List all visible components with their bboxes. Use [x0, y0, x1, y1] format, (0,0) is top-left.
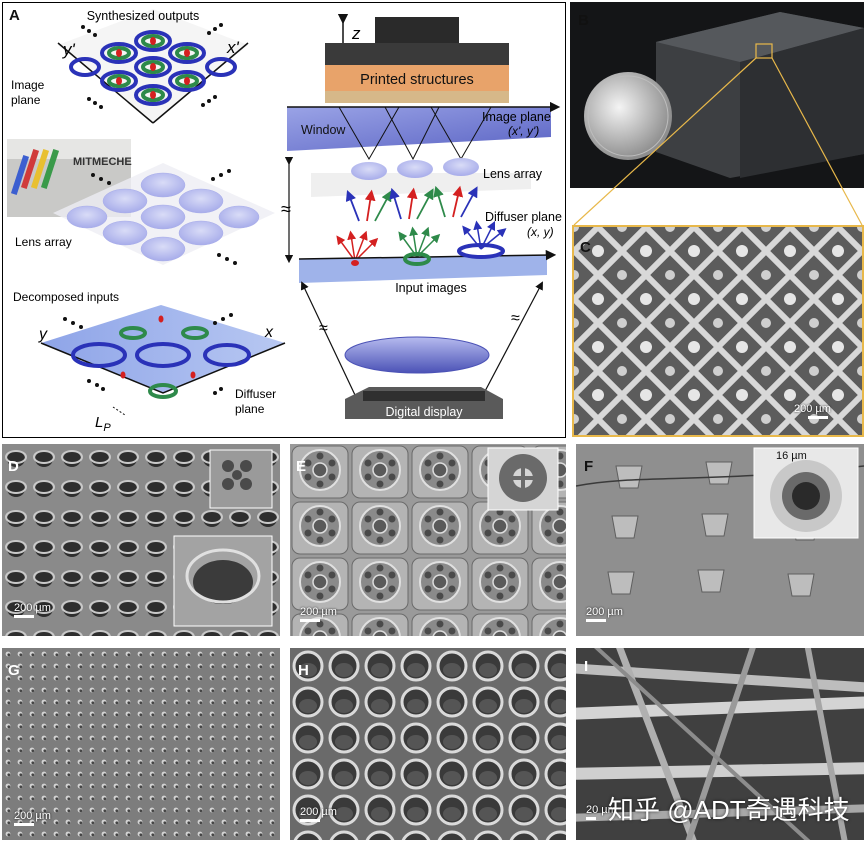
diffuser-plane-right-label: Diffuser plane — [485, 210, 562, 224]
panel-d-sem: D 200 µm — [2, 444, 280, 636]
diffuser-plane-diagram: Decomposed inputs y — [13, 290, 286, 434]
x-axis-label: x — [264, 324, 274, 341]
lattice-sem-image — [574, 227, 862, 435]
lp-label: LP — [95, 414, 111, 434]
panel-i-scale-text: 20 µm — [586, 804, 617, 816]
watermark-text: 知乎 @ADT奇遇科技 — [608, 795, 850, 825]
panel-a: A — [2, 2, 566, 438]
panel-c-scale: 200 µm — [794, 403, 831, 419]
panel-c-sem: C 200 µm — [572, 225, 864, 437]
panel-e-scale: 200 µm — [300, 606, 337, 622]
panel-g-image — [2, 648, 280, 840]
printing-setup-diagram: z Printed structures Window Image plane … — [281, 13, 562, 419]
panel-e-label: E — [296, 458, 307, 475]
window-label: Window — [301, 123, 346, 137]
panel-i-scale: 20 µm — [586, 804, 617, 820]
image-plane-coords: (x', y') — [508, 124, 539, 138]
panel-e-scale-text: 200 µm — [300, 606, 337, 618]
image-plane-right-label: Image plane — [482, 110, 551, 124]
gap-symbol: ≈ — [281, 199, 291, 219]
lattice-block-photo — [570, 2, 864, 188]
panel-d-label: D — [8, 458, 19, 475]
panel-f-scale: 200 µm — [586, 606, 623, 622]
panel-f-sem: F 16 µm 200 µm — [576, 444, 864, 636]
break-right: ≈ — [511, 310, 520, 327]
panel-g-scale-text: 200 µm — [14, 810, 51, 822]
panel-d-image — [2, 444, 280, 636]
panel-g-scale: 200 µm — [14, 810, 51, 826]
x-prime-axis-label: x' — [226, 38, 240, 57]
panel-h-sem: H 200 µm — [290, 648, 566, 840]
coin-icon — [584, 72, 672, 160]
diffuser-plane-coords: (x, y) — [527, 225, 554, 239]
panel-f-image — [576, 444, 864, 636]
panel-a-label: A — [9, 7, 20, 24]
mitmeche-inset-text: MITMECHE — [73, 156, 132, 168]
panel-h-scale: 200 µm — [300, 806, 337, 822]
panel-e-image — [290, 444, 566, 636]
panel-h-scale-text: 200 µm — [300, 806, 337, 818]
digital-display-label: Digital display — [385, 405, 463, 419]
panel-d-scale-text: 200 µm — [14, 602, 51, 614]
panel-b-label: B — [578, 12, 589, 29]
panel-g-label: G — [8, 662, 20, 679]
cup-structures — [607, 461, 819, 597]
synthesized-outputs-label: Synthesized outputs — [87, 9, 200, 23]
break-left: ≈ — [319, 320, 328, 337]
panel-f-scale-text: 200 µm — [586, 606, 623, 618]
printed-structures-label: Printed structures — [360, 72, 474, 88]
panel-b-photo: B — [570, 2, 864, 188]
panel-i-label: I — [584, 658, 589, 675]
panel-f-inset-scale: 16 µm — [776, 450, 807, 462]
input-images-label: Input images — [395, 281, 467, 295]
y-axis-label: y — [38, 326, 48, 343]
decomposed-inputs-label: Decomposed inputs — [13, 290, 119, 304]
panel-c-scale-text: 200 µm — [794, 403, 831, 415]
panel-i-sem: I 20 µm — [576, 648, 864, 840]
panel-h-image — [290, 648, 566, 840]
panel-d-scale: 200 µm — [14, 602, 51, 618]
panel-i-image — [576, 648, 864, 840]
lens-array-diagram: Lens array — [15, 163, 275, 265]
panel-e-sem: E 200 µm — [290, 444, 566, 636]
y-prime-axis-label: y' — [62, 40, 76, 59]
panel-g-sem: G 200 µm — [2, 648, 280, 840]
lens-array-left-label: Lens array — [15, 235, 72, 249]
panel-f-label: F — [584, 458, 594, 475]
z-axis-label: z — [351, 24, 361, 43]
lens-array-right-label: Lens array — [483, 167, 543, 181]
panel-c-label: C — [580, 239, 591, 256]
panel-h-label: H — [298, 662, 309, 679]
